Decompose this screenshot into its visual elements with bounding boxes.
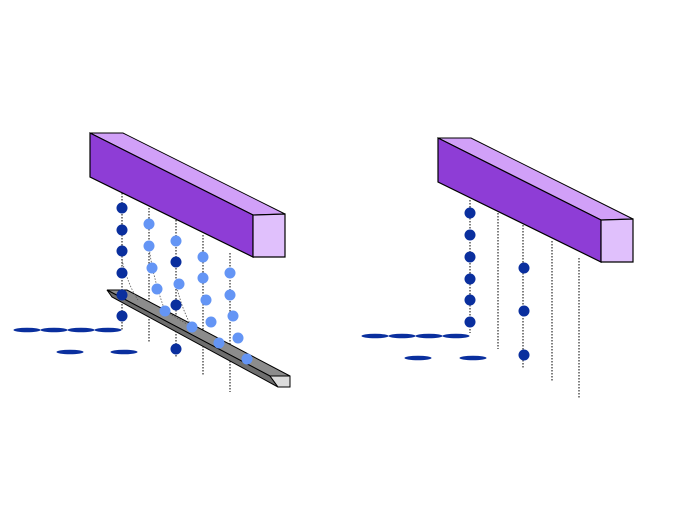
flattened-particle: [110, 349, 138, 355]
flattened-particle: [404, 355, 432, 361]
light-particle: [173, 278, 185, 290]
dark-particle: [116, 310, 128, 322]
flattened-particle: [40, 327, 68, 333]
slab-top-face: [106, 289, 291, 377]
right-panel: [361, 137, 634, 398]
dark-particle: [116, 267, 128, 279]
flattened-particle: [94, 327, 122, 333]
flattened-particle: [361, 333, 389, 339]
light-particle: [205, 316, 217, 328]
dark-particle: [518, 262, 530, 274]
flattened-particle: [56, 349, 84, 355]
light-particle: [159, 305, 171, 317]
dark-particle: [518, 305, 530, 317]
slab-end-face: [269, 375, 291, 388]
deflection-path: [121, 259, 139, 301]
light-particle: [143, 240, 155, 252]
dark-particle: [464, 229, 476, 241]
flattened-particle: [388, 333, 416, 339]
light-particle: [213, 337, 225, 349]
dark-particle: [464, 207, 476, 219]
light-particle: [146, 262, 158, 274]
dark-particle: [116, 245, 128, 257]
beam-end-face: [252, 213, 286, 258]
left-panel: [13, 132, 291, 392]
flattened-particle: [442, 333, 470, 339]
flattened-particle: [13, 327, 41, 333]
light-particle: [200, 294, 212, 306]
dark-particle: [518, 349, 530, 361]
dark-particle: [464, 273, 476, 285]
light-particle: [197, 251, 209, 263]
beam-end-face: [600, 218, 634, 263]
flattened-particle: [415, 333, 443, 339]
light-particle: [143, 218, 155, 230]
light-particle: [170, 235, 182, 247]
flattened-particle: [67, 327, 95, 333]
dark-particle: [170, 343, 182, 355]
dark-particle: [116, 224, 128, 236]
light-particle: [241, 353, 253, 365]
light-particle: [224, 289, 236, 301]
light-particle: [232, 332, 244, 344]
dark-particle: [464, 316, 476, 328]
dark-particle: [116, 289, 128, 301]
dark-particle: [116, 202, 128, 214]
light-particle: [197, 272, 209, 284]
slab-side-face: [106, 289, 279, 388]
dark-particle: [464, 294, 476, 306]
dark-particle: [170, 256, 182, 268]
light-particle: [186, 321, 198, 333]
flattened-particle: [459, 355, 487, 361]
light-particle: [227, 310, 239, 322]
dark-particle: [170, 299, 182, 311]
light-particle: [224, 267, 236, 279]
light-particle: [151, 283, 163, 295]
dark-particle: [464, 251, 476, 263]
